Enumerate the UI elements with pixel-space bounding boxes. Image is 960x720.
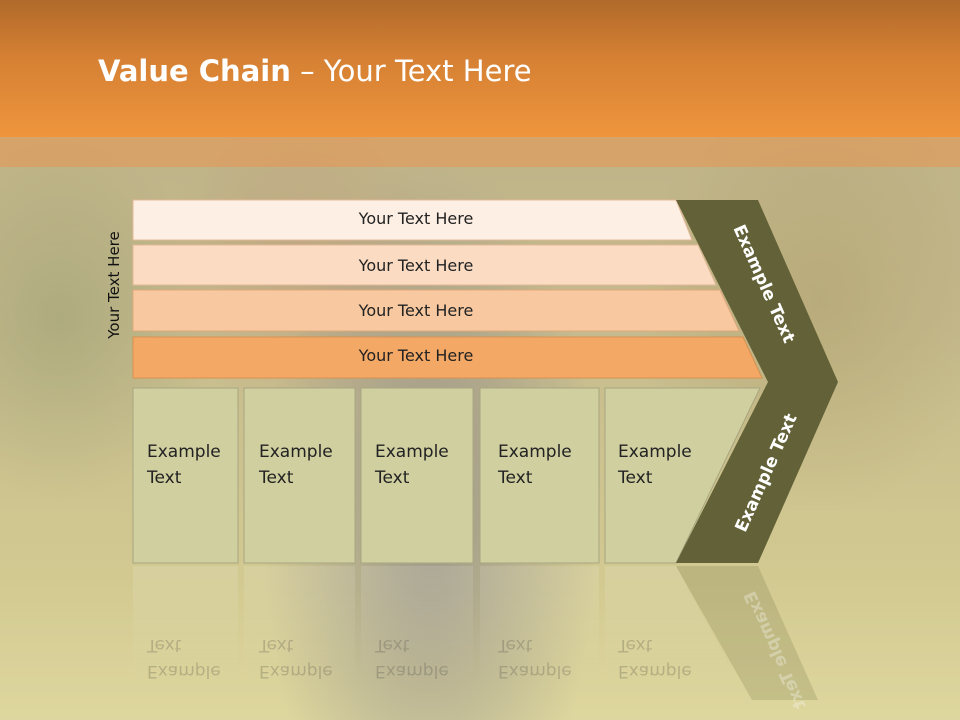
box-label-3-line1: Example bbox=[375, 442, 449, 462]
box-reflection-2-line2: Text bbox=[259, 635, 294, 655]
activity-box-1[interactable] bbox=[132, 387, 239, 564]
box-label-4-line1: Example bbox=[498, 442, 572, 462]
box-label-5-line1: Example bbox=[618, 442, 692, 462]
box-label-5-line2: Text bbox=[618, 468, 653, 488]
chevron-bottom[interactable] bbox=[676, 382, 838, 563]
box-reflection-3-line1: Example bbox=[375, 661, 449, 681]
chevron-top[interactable] bbox=[676, 200, 838, 382]
bar-label-4: Your Text Here bbox=[358, 346, 474, 365]
bar-label-1: Your Text Here bbox=[358, 209, 474, 228]
reflection-group bbox=[133, 566, 818, 700]
box-reflection-5-line1: Example bbox=[618, 661, 692, 681]
slide-title[interactable]: Value Chain – Your Text Here bbox=[98, 54, 532, 88]
box-reflection-4-line1: Example bbox=[498, 661, 572, 681]
title-bar bbox=[0, 0, 960, 137]
box-reflection-4: Example Text bbox=[498, 632, 572, 684]
reflection-box-3 bbox=[361, 566, 473, 686]
box-label-2-line2: Text bbox=[259, 468, 294, 488]
bar-label-2: Your Text Here bbox=[358, 256, 474, 275]
box-label-1-line1: Example bbox=[147, 442, 221, 462]
box-reflection-1: Example Text bbox=[147, 632, 221, 684]
box-label-1: Example Text bbox=[147, 439, 221, 491]
chain-bar-3[interactable] bbox=[132, 289, 740, 332]
box-label-3: Example Text bbox=[375, 439, 449, 491]
box-reflection-5: Example Text bbox=[618, 632, 692, 684]
activity-box-2[interactable] bbox=[243, 387, 356, 564]
reflection-box-4 bbox=[480, 566, 599, 686]
box-label-2-line1: Example bbox=[259, 442, 333, 462]
box-label-4: Example Text bbox=[498, 439, 572, 491]
activity-box-3[interactable] bbox=[360, 387, 474, 564]
title-bar-strip bbox=[0, 137, 960, 167]
box-label-4-line2: Text bbox=[498, 468, 533, 488]
bar-label-3: Your Text Here bbox=[358, 301, 474, 320]
chain-bar-1[interactable] bbox=[132, 199, 693, 241]
box-reflection-5-line2: Text bbox=[618, 635, 653, 655]
chain-bar-4[interactable] bbox=[132, 336, 763, 379]
slide-title-rest: – Your Text Here bbox=[290, 54, 532, 88]
box-reflection-3-line2: Text bbox=[375, 635, 410, 655]
reflection-box-2 bbox=[244, 566, 355, 686]
reflection-box-1 bbox=[133, 566, 238, 686]
box-reflection-4-line2: Text bbox=[498, 635, 533, 655]
box-reflection-2: Example Text bbox=[259, 632, 333, 684]
activity-box-4[interactable] bbox=[479, 387, 600, 564]
chain-bar-2[interactable] bbox=[132, 244, 717, 286]
box-reflection-3: Example Text bbox=[375, 632, 449, 684]
box-label-5: Example Text bbox=[618, 439, 692, 491]
slide-title-bold: Value Chain bbox=[98, 54, 291, 88]
box-label-3-line2: Text bbox=[375, 468, 410, 488]
box-reflection-2-line1: Example bbox=[259, 661, 333, 681]
reflection-chevron bbox=[676, 566, 818, 700]
box-reflection-1-line2: Text bbox=[147, 635, 182, 655]
reflection-box-5 bbox=[605, 566, 740, 686]
box-label-2: Example Text bbox=[259, 439, 333, 491]
box-reflection-1-line1: Example bbox=[147, 661, 221, 681]
box-label-1-line2: Text bbox=[147, 468, 182, 488]
